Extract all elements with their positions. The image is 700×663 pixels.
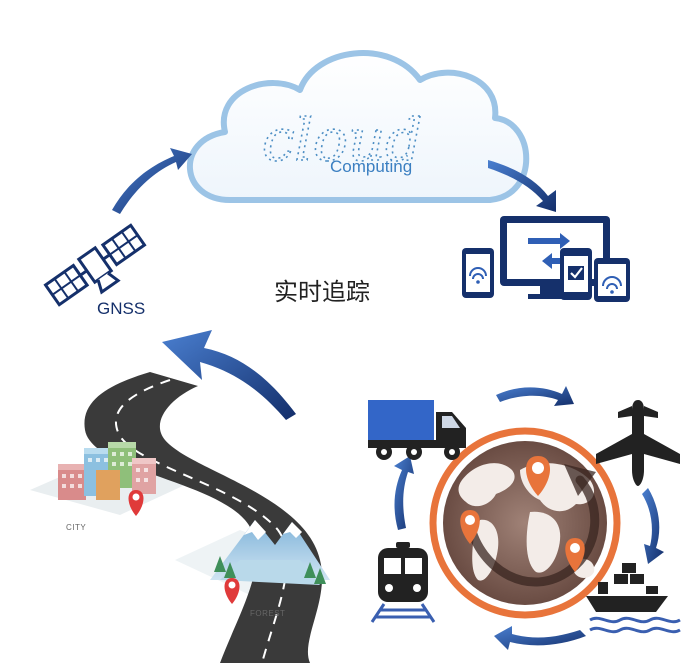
ship-icon (586, 563, 681, 634)
map-pin-icon (128, 490, 144, 516)
arrow-icon (494, 626, 586, 650)
arrow-icon (642, 488, 664, 564)
road-icon (84, 372, 323, 663)
map-pin-icon (224, 578, 240, 604)
forest-mountains (210, 520, 330, 585)
cloud-word: cloud (262, 106, 422, 174)
arrow-icon (162, 330, 296, 420)
devices-icon (462, 216, 630, 302)
truck-icon (368, 400, 466, 460)
page-title: 实时追踪 (274, 278, 370, 306)
road-scene: CITY FOREST (30, 372, 330, 663)
cloud-subtitle: Computing (330, 157, 412, 176)
arrow-icon (112, 148, 192, 214)
map-pin-icon (526, 456, 550, 496)
globe-icon (429, 427, 621, 619)
city-label: CITY (66, 523, 86, 532)
arrow-icon (394, 456, 414, 530)
forest-label: FOREST (250, 609, 285, 618)
satellite-icon (43, 223, 147, 307)
map-pin-icon (565, 538, 585, 572)
cloud-icon: cloud Computing (186, 50, 530, 203)
gnss-label: GNSS (97, 299, 145, 318)
city-buildings (58, 442, 156, 500)
airplane-icon (596, 400, 680, 486)
train-icon (370, 542, 436, 623)
arrow-icon (496, 386, 574, 406)
arrow-icon (488, 160, 556, 212)
map-pin-icon (460, 510, 480, 544)
